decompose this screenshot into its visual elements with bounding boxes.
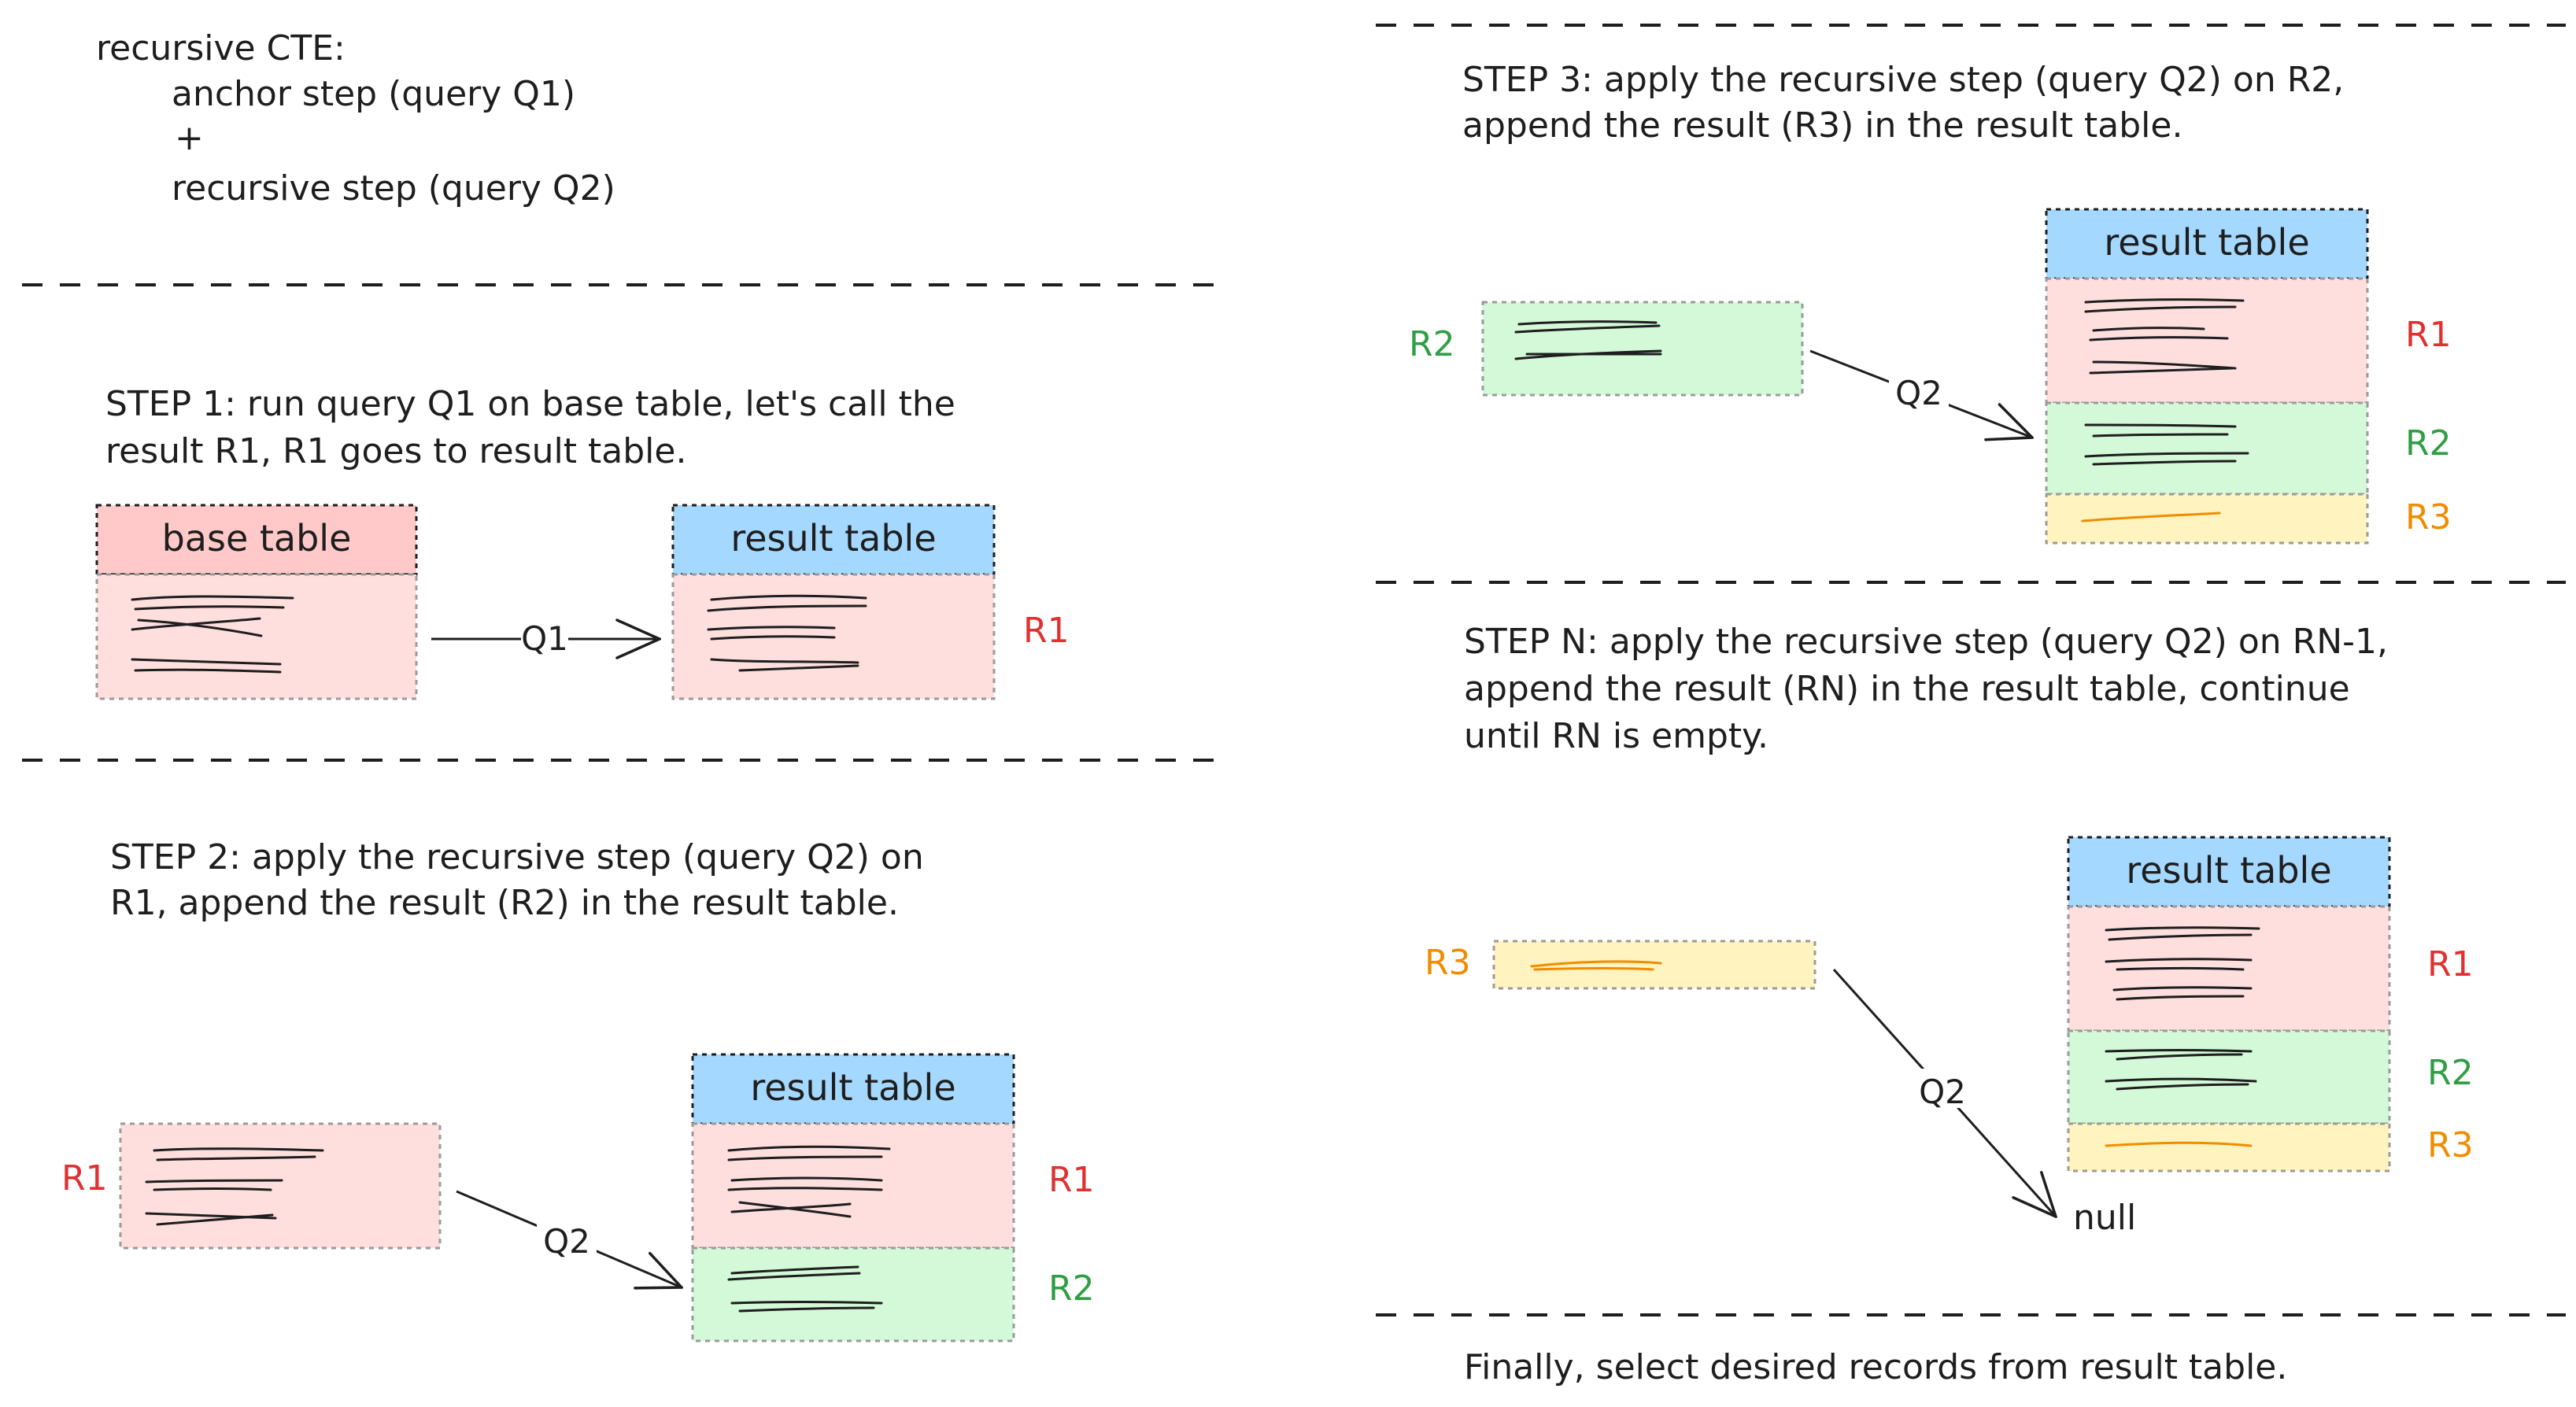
stepN-null-label: null bbox=[2073, 1198, 2136, 1238]
step1-result-table-header bbox=[671, 504, 996, 576]
intro-line-2: anchor step (query Q1) bbox=[172, 74, 575, 114]
stepN-r1-label: R1 bbox=[2427, 944, 2474, 984]
base-table-scribbles bbox=[131, 595, 294, 674]
step2-result-table-header-label: result table bbox=[750, 1066, 955, 1109]
stepN-result-table-header-label: result table bbox=[2126, 849, 2331, 892]
stepN-r2-label: R2 bbox=[2427, 1053, 2474, 1093]
step2-line-2: R1, append the result (R2) in the result… bbox=[110, 883, 899, 923]
intro-block: recursive CTE: anchor step (query Q1) + … bbox=[96, 28, 615, 209]
step2-result-scribbles bbox=[727, 1145, 891, 1313]
step2-input-block bbox=[119, 1122, 442, 1250]
stepN-line-2: append the result (RN) in the result tab… bbox=[1464, 669, 2350, 709]
step3-input-label: R2 bbox=[1409, 324, 1455, 364]
step1-line-2: result R1, R1 goes to result table. bbox=[105, 431, 686, 471]
step3-arrow-label-bg bbox=[1889, 370, 1949, 409]
step2-r1-label: R1 bbox=[1048, 1160, 1095, 1200]
step3-input-scribbles bbox=[1514, 320, 1662, 360]
stepN-result-r3-block bbox=[2067, 1122, 2391, 1172]
step2-arrow-label: Q2 bbox=[543, 1222, 590, 1261]
step3-r1-label: R1 bbox=[2405, 315, 2452, 355]
stepN-result-table: result table bbox=[2067, 836, 2391, 1172]
step3-result-table-header-label: result table bbox=[2104, 221, 2309, 264]
finally-text: Finally, select desired records from res… bbox=[1464, 1347, 2287, 1387]
base-table-body bbox=[95, 573, 418, 700]
base-table-header-label: base table bbox=[162, 517, 352, 559]
step2-result-r1-block bbox=[691, 1122, 1015, 1250]
base-table: base table bbox=[95, 504, 418, 700]
base-table-header bbox=[95, 504, 418, 576]
step1-result-table-header-label: result table bbox=[730, 517, 936, 559]
step3-section: STEP 3: apply the recursive step (query … bbox=[1409, 60, 2452, 545]
step3-result-r3-block bbox=[2045, 493, 2369, 545]
step3-input-block bbox=[1481, 301, 1804, 397]
stepN-line-3: until RN is empty. bbox=[1464, 716, 1768, 756]
intro-line-1: recursive CTE: bbox=[96, 28, 346, 68]
step3-r3-scribble bbox=[2081, 511, 2221, 523]
step3-r2-label: R2 bbox=[2405, 423, 2452, 463]
stepN-arrow-label: Q2 bbox=[1919, 1073, 1966, 1111]
step3-line-2: append the result (R3) in the result tab… bbox=[1462, 105, 2182, 146]
step2-result-r2-block bbox=[691, 1246, 1015, 1342]
stepN-line-1: STEP N: apply the recursive step (query … bbox=[1464, 622, 2388, 662]
step1-r1-label: R1 bbox=[1023, 611, 1070, 651]
step3-r3-label: R3 bbox=[2405, 497, 2452, 537]
stepN-result-r2-block bbox=[2067, 1029, 2391, 1125]
stepN-r3-label: R3 bbox=[2427, 1125, 2474, 1165]
step2-line-1: STEP 2: apply the recursive step (query … bbox=[110, 837, 924, 877]
intro-line-4: recursive step (query Q2) bbox=[172, 168, 615, 209]
step2-arrow-label-bg bbox=[537, 1218, 597, 1257]
stepN-input-scribble-2 bbox=[1533, 967, 1654, 971]
stepN-input-label: R3 bbox=[1425, 943, 1471, 983]
step2-input-label: R1 bbox=[61, 1158, 108, 1198]
stepN-r3-scribble bbox=[2105, 1141, 2253, 1147]
step2-section: STEP 2: apply the recursive step (query … bbox=[61, 837, 1095, 1342]
step3-result-scribbles bbox=[2084, 298, 2249, 466]
step3-line-1: STEP 3: apply the recursive step (query … bbox=[1462, 60, 2344, 100]
step3-result-table-header bbox=[2045, 208, 2369, 280]
stepN-input-scribble bbox=[1530, 960, 1662, 968]
step3-result-r2-block bbox=[2045, 401, 2369, 496]
step1-result-table: result table bbox=[671, 504, 996, 700]
intro-line-3: + bbox=[175, 118, 204, 158]
step1-result-scribbles bbox=[707, 594, 867, 672]
step1-arrow-label: Q1 bbox=[521, 619, 568, 658]
step1-result-r1-block bbox=[671, 573, 996, 700]
stepN-result-scribbles bbox=[2105, 926, 2260, 1091]
step3-arrow-label: Q2 bbox=[1895, 374, 1942, 412]
step3-result-table: result table bbox=[2045, 208, 2369, 545]
step1-arrow-label-bg bbox=[521, 617, 568, 656]
step2-result-table: result table bbox=[691, 1053, 1015, 1342]
step1-line-1: STEP 1: run query Q1 on base table, let'… bbox=[105, 384, 955, 424]
stepN-section: STEP N: apply the recursive step (query … bbox=[1425, 622, 2474, 1238]
step1-section: STEP 1: run query Q1 on base table, let'… bbox=[95, 384, 1070, 700]
stepN-arrow-label-bg bbox=[1913, 1069, 1972, 1108]
step2-r2-label: R2 bbox=[1048, 1269, 1095, 1309]
step2-input-scribbles bbox=[145, 1147, 324, 1226]
